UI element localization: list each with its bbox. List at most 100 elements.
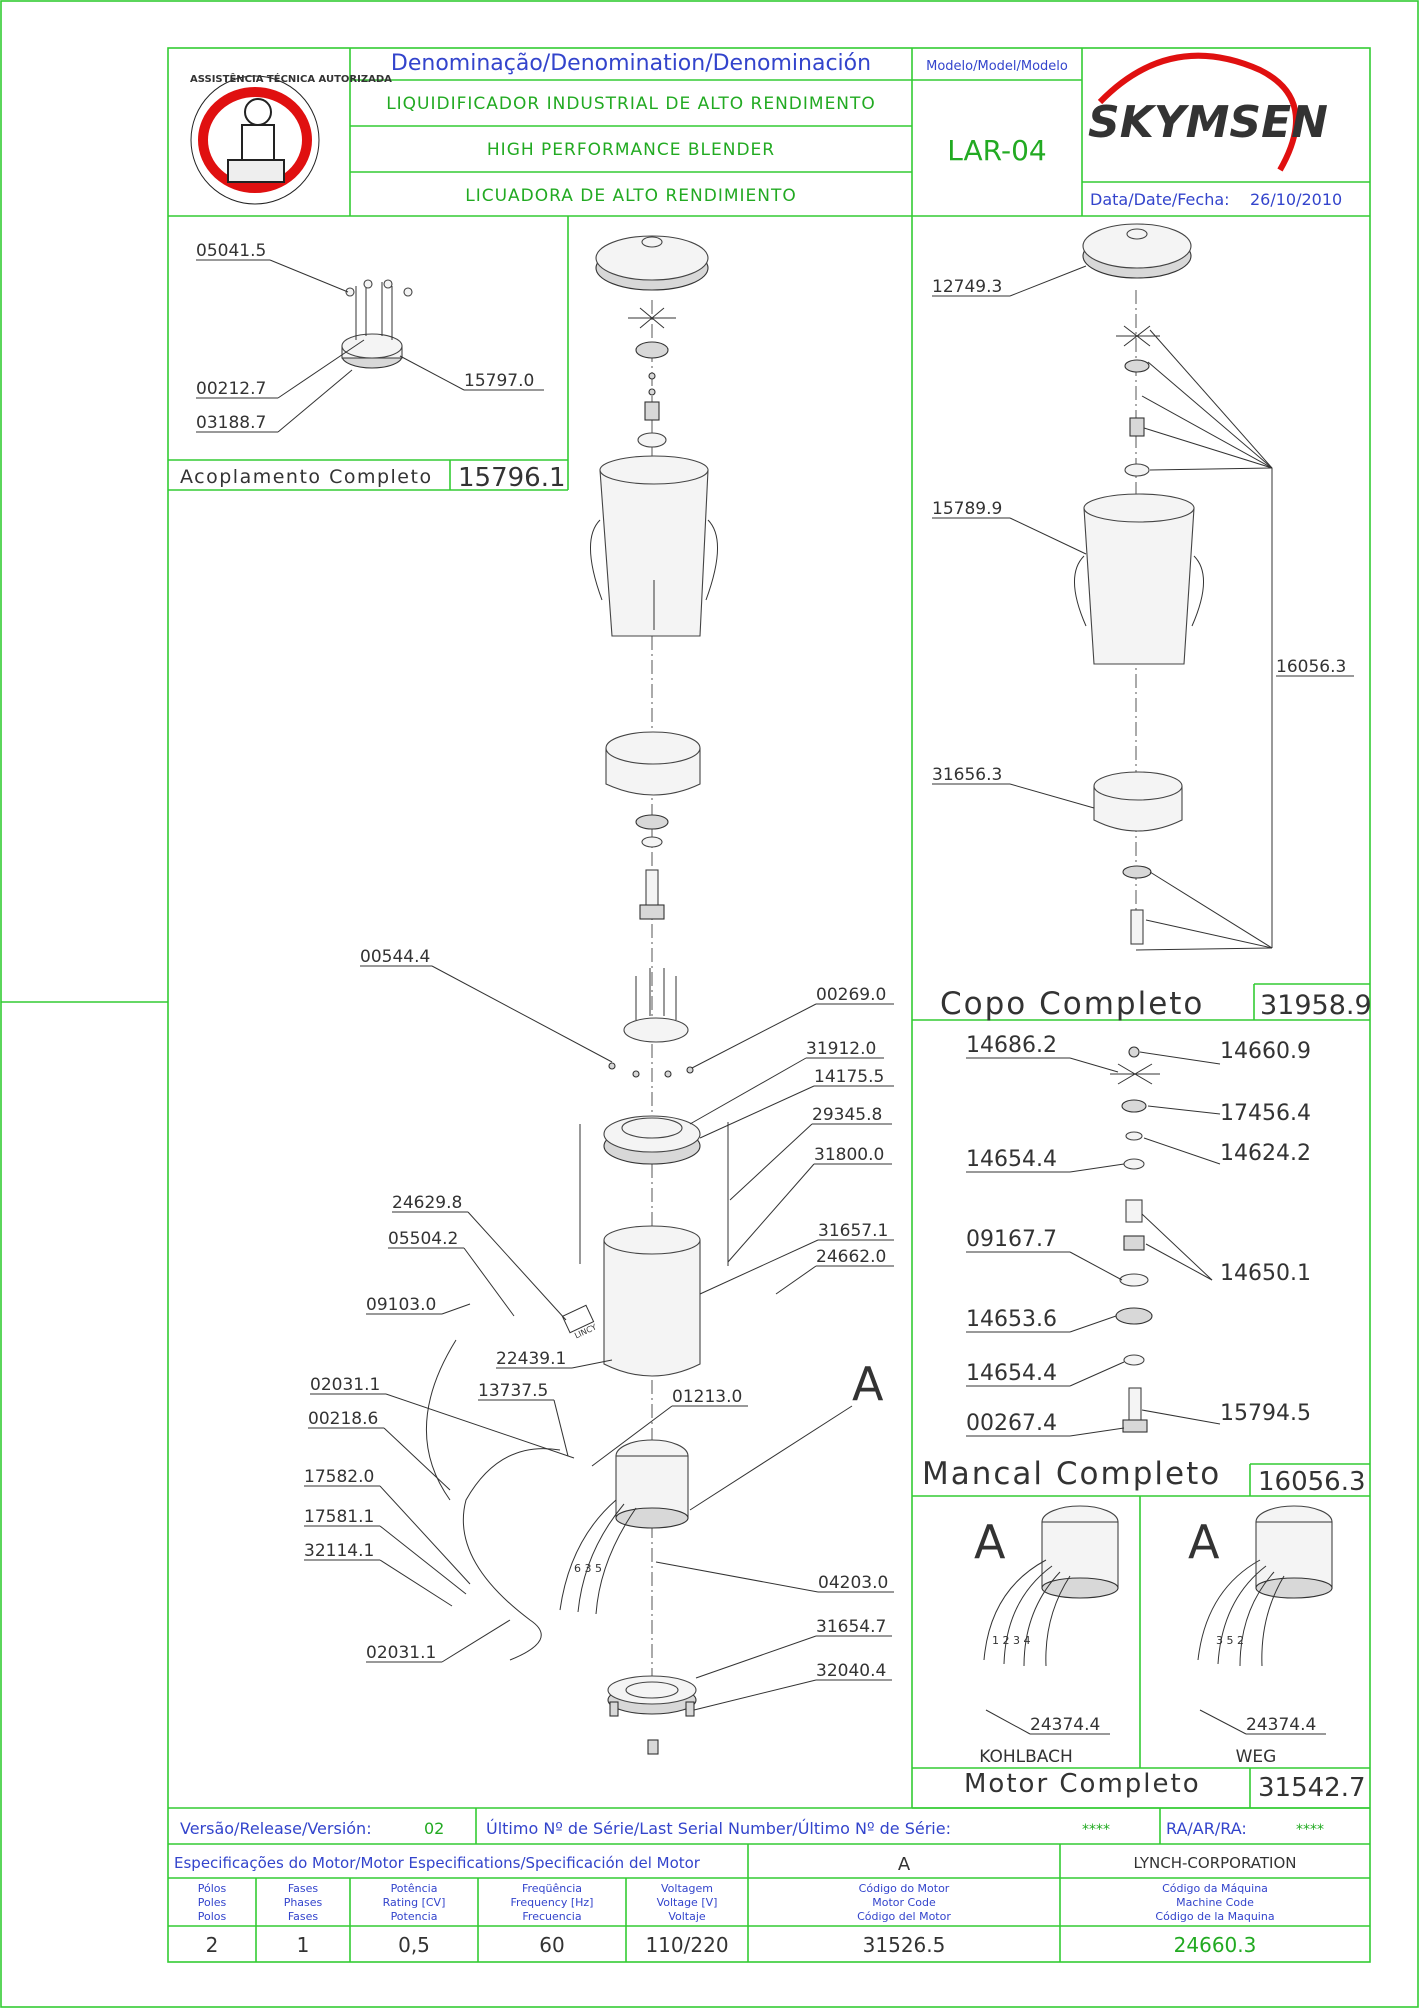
variant-weg-wire-numbers: 3 5 2 [1216, 1634, 1244, 1647]
svg-text:Frecuencia: Frecuencia [522, 1910, 581, 1923]
motor-completo-code: 31542.7 [1258, 1773, 1366, 1803]
callout-02031-1-top: 02031.1 [310, 1375, 380, 1395]
mancal-code: 16056.3 [1258, 1467, 1366, 1497]
main-view-callouts: 00544.4 00269.0 31912.0 14175.5 29345.8 … [304, 947, 894, 1711]
name-spanish: LICUADORA DE ALTO RENDIMIENTO [465, 186, 797, 206]
name-portuguese: LIQUIDIFICADOR INDUSTRIAL DE ALTO RENDIM… [386, 94, 876, 114]
copo-label: Copo Completo [940, 986, 1204, 1022]
variant-weg-callout: 24374.4 [1246, 1715, 1316, 1735]
mancal-callout-14686-2: 14686.2 [966, 1033, 1057, 1058]
variant-weg-letter: A [1188, 1515, 1220, 1569]
svg-text:Potência: Potência [391, 1882, 438, 1895]
serial-label: Último Nº de Série/Last Serial Number/Úl… [486, 1819, 951, 1838]
main-exploded-view: LINCY 6 3 5 [426, 235, 729, 1755]
authorized-assistance-seal: ASSISTÊNCIA TÉCNICA AUTORIZADA [190, 72, 392, 205]
mancal-completo-panel: Mancal Completo 16056.3 14686.2 14660.9 … [912, 1033, 1370, 1497]
svg-text:Voltaje: Voltaje [668, 1910, 706, 1923]
copo-callout-15789-9: 15789.9 [932, 499, 1002, 519]
copo-callout-31656-3: 31656.3 [932, 765, 1002, 785]
svg-text:Potencia: Potencia [391, 1910, 438, 1923]
svg-text:Voltage [V]: Voltage [V] [657, 1896, 718, 1909]
callout-01213-0: 01213.0 [672, 1387, 742, 1407]
copo-callout-16056-3: 16056.3 [1276, 657, 1346, 677]
motor-completo-label: Motor Completo [964, 1769, 1201, 1799]
callout-03188-7: 03188.7 [196, 413, 266, 433]
spec-value-frequency: 60 [539, 1933, 564, 1957]
seal-text: ASSISTÊNCIA TÉCNICA AUTORIZADA [190, 72, 392, 85]
copo-callout-12749-3: 12749.3 [932, 277, 1002, 297]
spec-header-rating: Potência Rating [CV] Potencia [383, 1882, 446, 1923]
spec-header-voltage: Voltagem Voltage [V] Voltaje [657, 1882, 718, 1923]
callout-00218-6: 00218.6 [308, 1409, 378, 1429]
wiring-numbers: 6 3 5 [574, 1562, 602, 1575]
callout-00544-4: 00544.4 [360, 947, 430, 967]
callout-22439-1: 22439.1 [496, 1349, 566, 1369]
model-title: Modelo/Model/Modelo [926, 59, 1068, 74]
variant-kohlbach-name: KOHLBACH [979, 1747, 1073, 1767]
skymsen-logo: SKYMSEN [1088, 52, 1328, 172]
svg-text:Poles: Poles [198, 1896, 227, 1909]
serial-value: **** [1082, 1822, 1110, 1838]
variant-kohlbach-callout: 24374.4 [1030, 1715, 1100, 1735]
motor-variant-kohlbach: A 1 2 3 4 24374.4 KOHLBACH [974, 1505, 1119, 1767]
motor-specs-section: A [898, 1854, 911, 1875]
mancal-callout-14654-4-a: 14654.4 [966, 1147, 1057, 1172]
callout-15797-0: 15797.0 [464, 371, 534, 391]
callout-32040-4: 32040.4 [816, 1661, 886, 1681]
callout-02031-1-bottom: 02031.1 [366, 1643, 436, 1663]
date-value: 26/10/2010 [1250, 190, 1342, 209]
mancal-callout-14653-6: 14653.6 [966, 1307, 1057, 1332]
callout-24662-0: 24662.0 [816, 1247, 886, 1267]
callout-04203-0: 04203.0 [818, 1573, 888, 1593]
copo-completo-panel: Copo Completo 31958.9 12749.3 15789.9 16… [912, 223, 1372, 1022]
mancal-callout-14660-9: 14660.9 [1220, 1039, 1311, 1064]
callout-14175-5: 14175.5 [814, 1067, 884, 1087]
name-english: HIGH PERFORMANCE BLENDER [487, 140, 775, 160]
main-frame [167, 47, 1371, 1963]
callout-24629-8: 24629.8 [392, 1193, 462, 1213]
spec-header-frequency: Freqüência Frequency [Hz] Frecuencia [511, 1882, 594, 1923]
ra-value: **** [1296, 1822, 1324, 1838]
spec-value-machine-code: 24660.3 [1174, 1933, 1257, 1957]
release-row: Versão/Release/Versión: 02 Último Nº de … [168, 1807, 1370, 1845]
callout-13737-5: 13737.5 [478, 1381, 548, 1401]
mancal-callout-14650-1: 14650.1 [1220, 1261, 1311, 1286]
detail-label-a: A [852, 1357, 884, 1411]
mancal-label: Mancal Completo [922, 1456, 1221, 1492]
ra-label: RA/AR/RA: [1166, 1819, 1247, 1838]
svg-text:Frequency [Hz]: Frequency [Hz] [511, 1896, 594, 1909]
callout-31800-0: 31800.0 [814, 1145, 884, 1165]
callout-17581-1: 17581.1 [304, 1507, 374, 1527]
callout-05041-5: 05041.5 [196, 241, 266, 261]
mancal-callout-14624-2: 14624.2 [1220, 1141, 1311, 1166]
svg-text:Voltagem: Voltagem [661, 1882, 713, 1895]
spec-header-motor-code: Código do Motor Motor Code Código del Mo… [857, 1882, 951, 1923]
svg-text:Machine Code: Machine Code [1176, 1896, 1254, 1909]
svg-text:Phases: Phases [284, 1896, 323, 1909]
variant-kohlbach-wire-numbers: 1 2 3 4 [992, 1634, 1030, 1647]
motor-specs-table: Especificações do Motor/Motor Especifica… [168, 1844, 1370, 1962]
spec-value-motor-code: 31526.5 [863, 1933, 946, 1957]
svg-text:Motor Code: Motor Code [872, 1896, 936, 1909]
spec-value-phases: 1 [297, 1933, 310, 1957]
svg-text:Fases: Fases [288, 1882, 319, 1895]
svg-text:Pólos: Pólos [198, 1882, 227, 1895]
copo-code: 31958.9 [1260, 990, 1372, 1021]
spec-header-poles: Pólos Poles Polos [198, 1882, 227, 1923]
acoplamento-inset: Acoplamento Completo 15796.1 05041.5 002… [168, 241, 568, 493]
date-label: Data/Date/Fecha: [1090, 190, 1230, 209]
callout-00212-7: 00212.7 [196, 379, 266, 399]
mancal-callout-15794-5: 15794.5 [1220, 1401, 1311, 1426]
spec-value-voltage: 110/220 [645, 1933, 728, 1957]
motor-specs-manufacturer: LYNCH-CORPORATION [1134, 1854, 1297, 1872]
svg-text:Fases: Fases [288, 1910, 319, 1923]
svg-text:Freqüência: Freqüência [522, 1882, 582, 1895]
callout-17582-0: 17582.0 [304, 1467, 374, 1487]
callout-05504-2: 05504.2 [388, 1229, 458, 1249]
motor-variant-weg: A 3 5 2 24374.4 WEG [1188, 1505, 1333, 1767]
mancal-callout-00267-4: 00267.4 [966, 1411, 1057, 1436]
variant-kohlbach-letter: A [974, 1515, 1006, 1569]
callout-09103-0: 09103.0 [366, 1295, 436, 1315]
callout-29345-8: 29345.8 [812, 1105, 882, 1125]
